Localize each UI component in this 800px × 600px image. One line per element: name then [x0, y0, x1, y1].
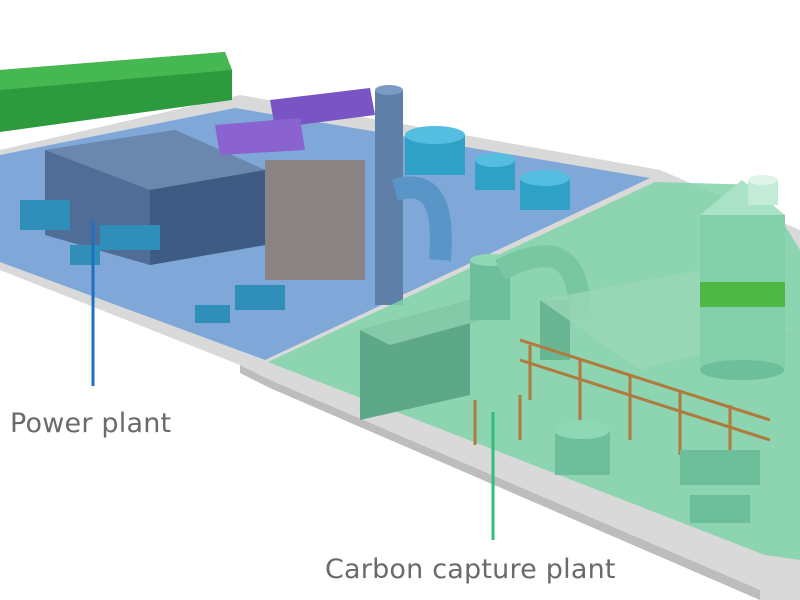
- storage-tanks: [405, 126, 570, 210]
- lower-right-structures: [680, 450, 760, 523]
- ground-slab-edge: [240, 365, 760, 600]
- cooling-tower-blocks: [0, 52, 232, 132]
- capture-buildings: [360, 245, 610, 475]
- pipe-racks: [473, 338, 771, 470]
- absorber-column: [700, 175, 785, 380]
- power-plant-label: Power plant: [10, 408, 172, 439]
- boiler-structure: [265, 160, 365, 280]
- carbon-capture-plant-label: Carbon capture plant: [325, 554, 616, 585]
- purple-building: [215, 118, 305, 155]
- power-stack: [375, 85, 452, 305]
- purple-building: [270, 88, 375, 128]
